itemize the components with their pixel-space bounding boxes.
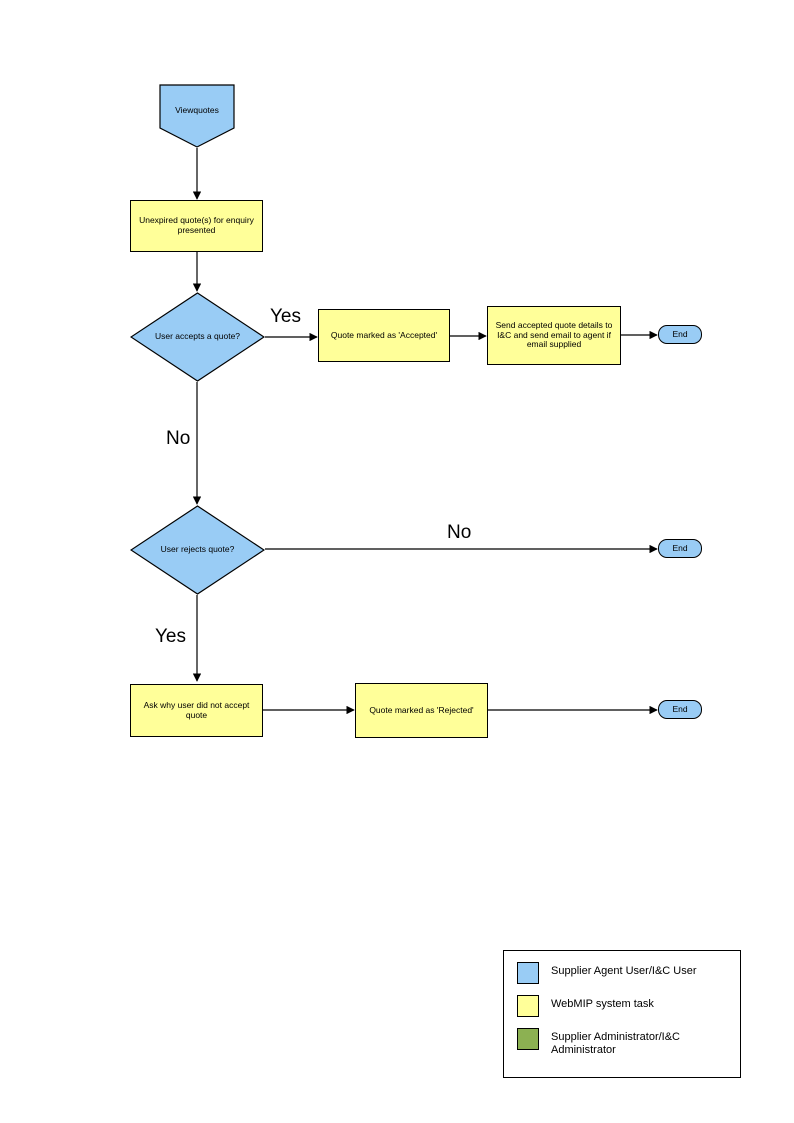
edge-label-accepts-yes: Yes xyxy=(270,306,301,327)
node-send-accepted-details-label: Send accepted quote details to I&C and s… xyxy=(495,320,613,350)
node-quote-rejected-label: Quote marked as 'Rejected' xyxy=(369,704,474,715)
legend-label-supplier-administrator: Supplier Administrator/I&C Administrator xyxy=(551,1031,680,1057)
node-quote-accepted-label: Quote marked as 'Accepted' xyxy=(330,329,438,340)
legend-item-supplier-agent-user: Supplier Agent User/I&C User xyxy=(517,962,740,984)
node-end-3-label: End xyxy=(672,703,688,714)
legend-panel: Supplier Agent User/I&C User WebMIP syst… xyxy=(503,950,741,1078)
node-user-rejects-quote[interactable]: User rejects quote? xyxy=(130,505,265,595)
decision-shape-outline xyxy=(130,292,265,382)
node-end-1-label: End xyxy=(672,328,688,339)
decision-shape-outline xyxy=(130,505,265,595)
edge-label-rejects-no: No xyxy=(447,522,472,543)
node-unexpired-quotes-label: Unexpired quote(s) for enquiry presented xyxy=(139,215,254,235)
legend-item-supplier-administrator: Supplier Administrator/I&C Administrator xyxy=(517,1028,740,1058)
node-unexpired-quotes[interactable]: Unexpired quote(s) for enquiry presented xyxy=(130,200,263,252)
legend-label-webmip-system-task: WebMIP system task xyxy=(551,998,654,1010)
legend-item-webmip-system-task: WebMIP system task xyxy=(517,995,740,1017)
node-quote-rejected[interactable]: Quote marked as 'Rejected' xyxy=(355,683,488,738)
edge-label-accepts-no: No xyxy=(166,428,191,449)
node-end-2[interactable]: End xyxy=(658,539,702,558)
node-user-accepts-quote[interactable]: User accepts a quote? xyxy=(130,292,265,382)
node-end-2-label: End xyxy=(672,542,688,553)
edge-label-rejects-yes: Yes xyxy=(155,626,186,647)
legend-swatch-green xyxy=(517,1028,539,1050)
legend-swatch-blue xyxy=(517,962,539,984)
start-shape-outline xyxy=(159,84,235,148)
node-ask-why-not-accepted-label: Ask why user did not accept quote xyxy=(143,699,250,720)
legend-swatch-yellow xyxy=(517,995,539,1017)
node-ask-why-not-accepted[interactable]: Ask why user did not accept quote xyxy=(130,684,263,737)
node-start[interactable]: Viewquotes xyxy=(159,84,235,148)
node-send-accepted-details[interactable]: Send accepted quote details to I&C and s… xyxy=(487,306,621,365)
node-quote-accepted[interactable]: Quote marked as 'Accepted' xyxy=(318,309,450,362)
node-end-3[interactable]: End xyxy=(658,700,702,719)
legend-label-supplier-agent-user: Supplier Agent User/I&C User xyxy=(551,965,697,977)
node-end-1[interactable]: End xyxy=(658,325,702,344)
